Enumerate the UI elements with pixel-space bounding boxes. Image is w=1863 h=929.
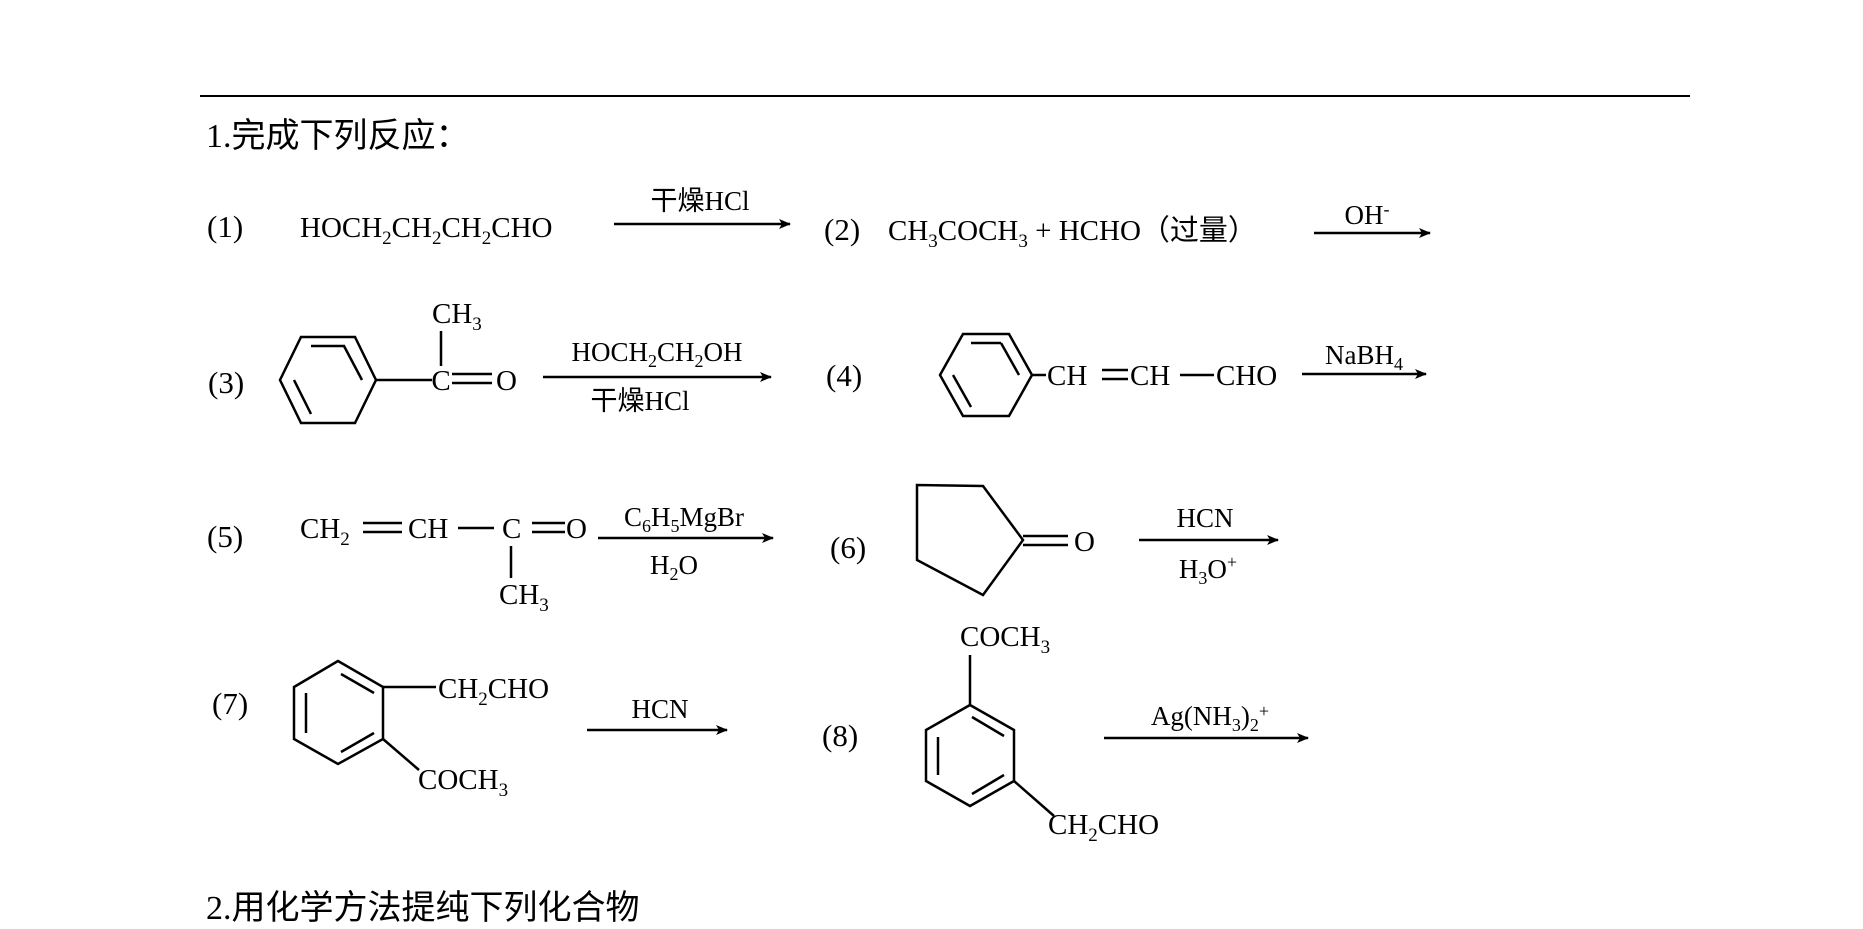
reaction-number-1: (1) [207, 209, 243, 244]
methyl-label-3: CH3 [432, 298, 482, 335]
reagent-label-5-bottom: H2O [650, 550, 698, 584]
reagent-label-2: OH- [1345, 199, 1390, 230]
reagent-label-7: HCN [631, 694, 688, 724]
chain-ch-label-5: CH [408, 513, 448, 545]
carbonyl-carbon-label-3: C [431, 365, 450, 397]
ring-to-acetyl-bond-7 [382, 738, 420, 771]
reagent-label-8: Ag(NH3)2+ [1151, 701, 1269, 735]
reagent-label-4: NaBH4 [1325, 340, 1403, 374]
reaction-number-5: (5) [207, 519, 243, 554]
reagent-label-1: 干燥HCl [650, 186, 749, 216]
acetyl-label-8: COCH3 [960, 621, 1050, 658]
carbonyl-oxygen-label-5: O [566, 513, 587, 545]
reactant-formula-2: CH3COCH3 + HCHO（过量） [888, 214, 1257, 252]
chain-ch2-label-5: CH2 [300, 513, 350, 550]
reaction-number-7: (7) [212, 686, 248, 721]
carbonyl-carbon-label-5: C [502, 513, 521, 545]
reaction-number-8: (8) [822, 718, 858, 753]
reagent-label-6-bottom: H3O+ [1179, 552, 1237, 588]
carbonyl-oxygen-label-3: O [496, 365, 517, 397]
ch2cho-label-8: CH2CHO [1048, 809, 1159, 846]
chain-cho-label-4: CHO [1216, 360, 1277, 392]
acetyl-label-7: COCH3 [418, 764, 508, 801]
page-top-rule [200, 95, 1690, 97]
reagent-label-6-top: HCN [1176, 503, 1233, 533]
benzene-ring-7 [292, 659, 385, 766]
ring-to-ch2cho-bond-8 [1013, 780, 1055, 817]
ch2cho-label-7: CH2CHO [438, 673, 549, 710]
document-page: 1.完成下列反应： 2.用化学方法提纯下列化合物 [200, 95, 1690, 927]
reactant-formula-1: HOCH2CH2CH2CHO [300, 212, 553, 249]
reaction-number-3: (3) [208, 365, 244, 400]
reaction-scheme: (1) (2) (3) (4) (5) (6) (7) (8) HOCH2CH2… [207, 186, 1431, 846]
reagent-label-5-top: C6H5MgBr [624, 502, 744, 536]
reaction-number-2: (2) [824, 212, 860, 247]
carbonyl-oxygen-label-6: O [1074, 526, 1095, 558]
benzene-ring-4 [938, 332, 1034, 418]
reagent-label-3-top: HOCH2CH2OH [571, 337, 742, 371]
benzene-ring-3 [278, 335, 378, 425]
reaction-number-6: (6) [830, 530, 866, 565]
chain-ch-label-4a: CH [1047, 360, 1087, 392]
benzene-ring-8 [924, 703, 1016, 808]
cyclopentane-ring-6 [915, 483, 1025, 597]
section-1-heading: 1.完成下列反应： [206, 118, 470, 155]
reaction-number-4: (4) [826, 358, 862, 393]
methyl-label-5: CH3 [499, 579, 549, 616]
reagent-label-3-bottom: 干燥HCl [590, 386, 689, 416]
chain-ch-label-4b: CH [1130, 360, 1170, 392]
